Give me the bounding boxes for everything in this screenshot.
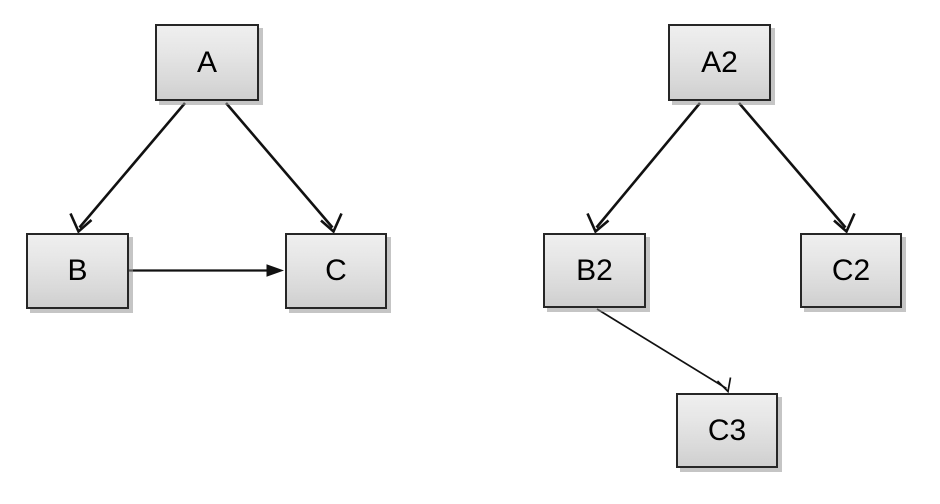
node-a[interactable]: A: [155, 24, 259, 101]
edge-b-to-c[interactable]: [129, 264, 284, 277]
edge-a2-to-c2[interactable]: [738, 102, 856, 234]
edge-a2-to-b2[interactable]: [586, 102, 701, 234]
node-c3-label: C3: [707, 413, 747, 447]
node-a2[interactable]: A2: [668, 24, 771, 101]
node-a-label: A: [196, 45, 217, 79]
node-b2-label: B2: [576, 253, 613, 287]
edge-a-to-b[interactable]: [69, 102, 186, 234]
node-b[interactable]: B: [26, 233, 129, 309]
node-b-label: B: [67, 254, 88, 287]
node-c3[interactable]: C3: [676, 393, 778, 468]
node-a2-label: A2: [701, 45, 738, 79]
node-c[interactable]: C: [285, 233, 387, 309]
node-c2-label: C2: [831, 253, 871, 287]
node-c2[interactable]: C2: [800, 233, 902, 308]
edge-a-to-c[interactable]: [225, 102, 343, 234]
node-c-label: C: [325, 254, 347, 287]
node-b2[interactable]: B2: [543, 233, 646, 308]
edge-b2-to-c3[interactable]: [596, 308, 732, 394]
